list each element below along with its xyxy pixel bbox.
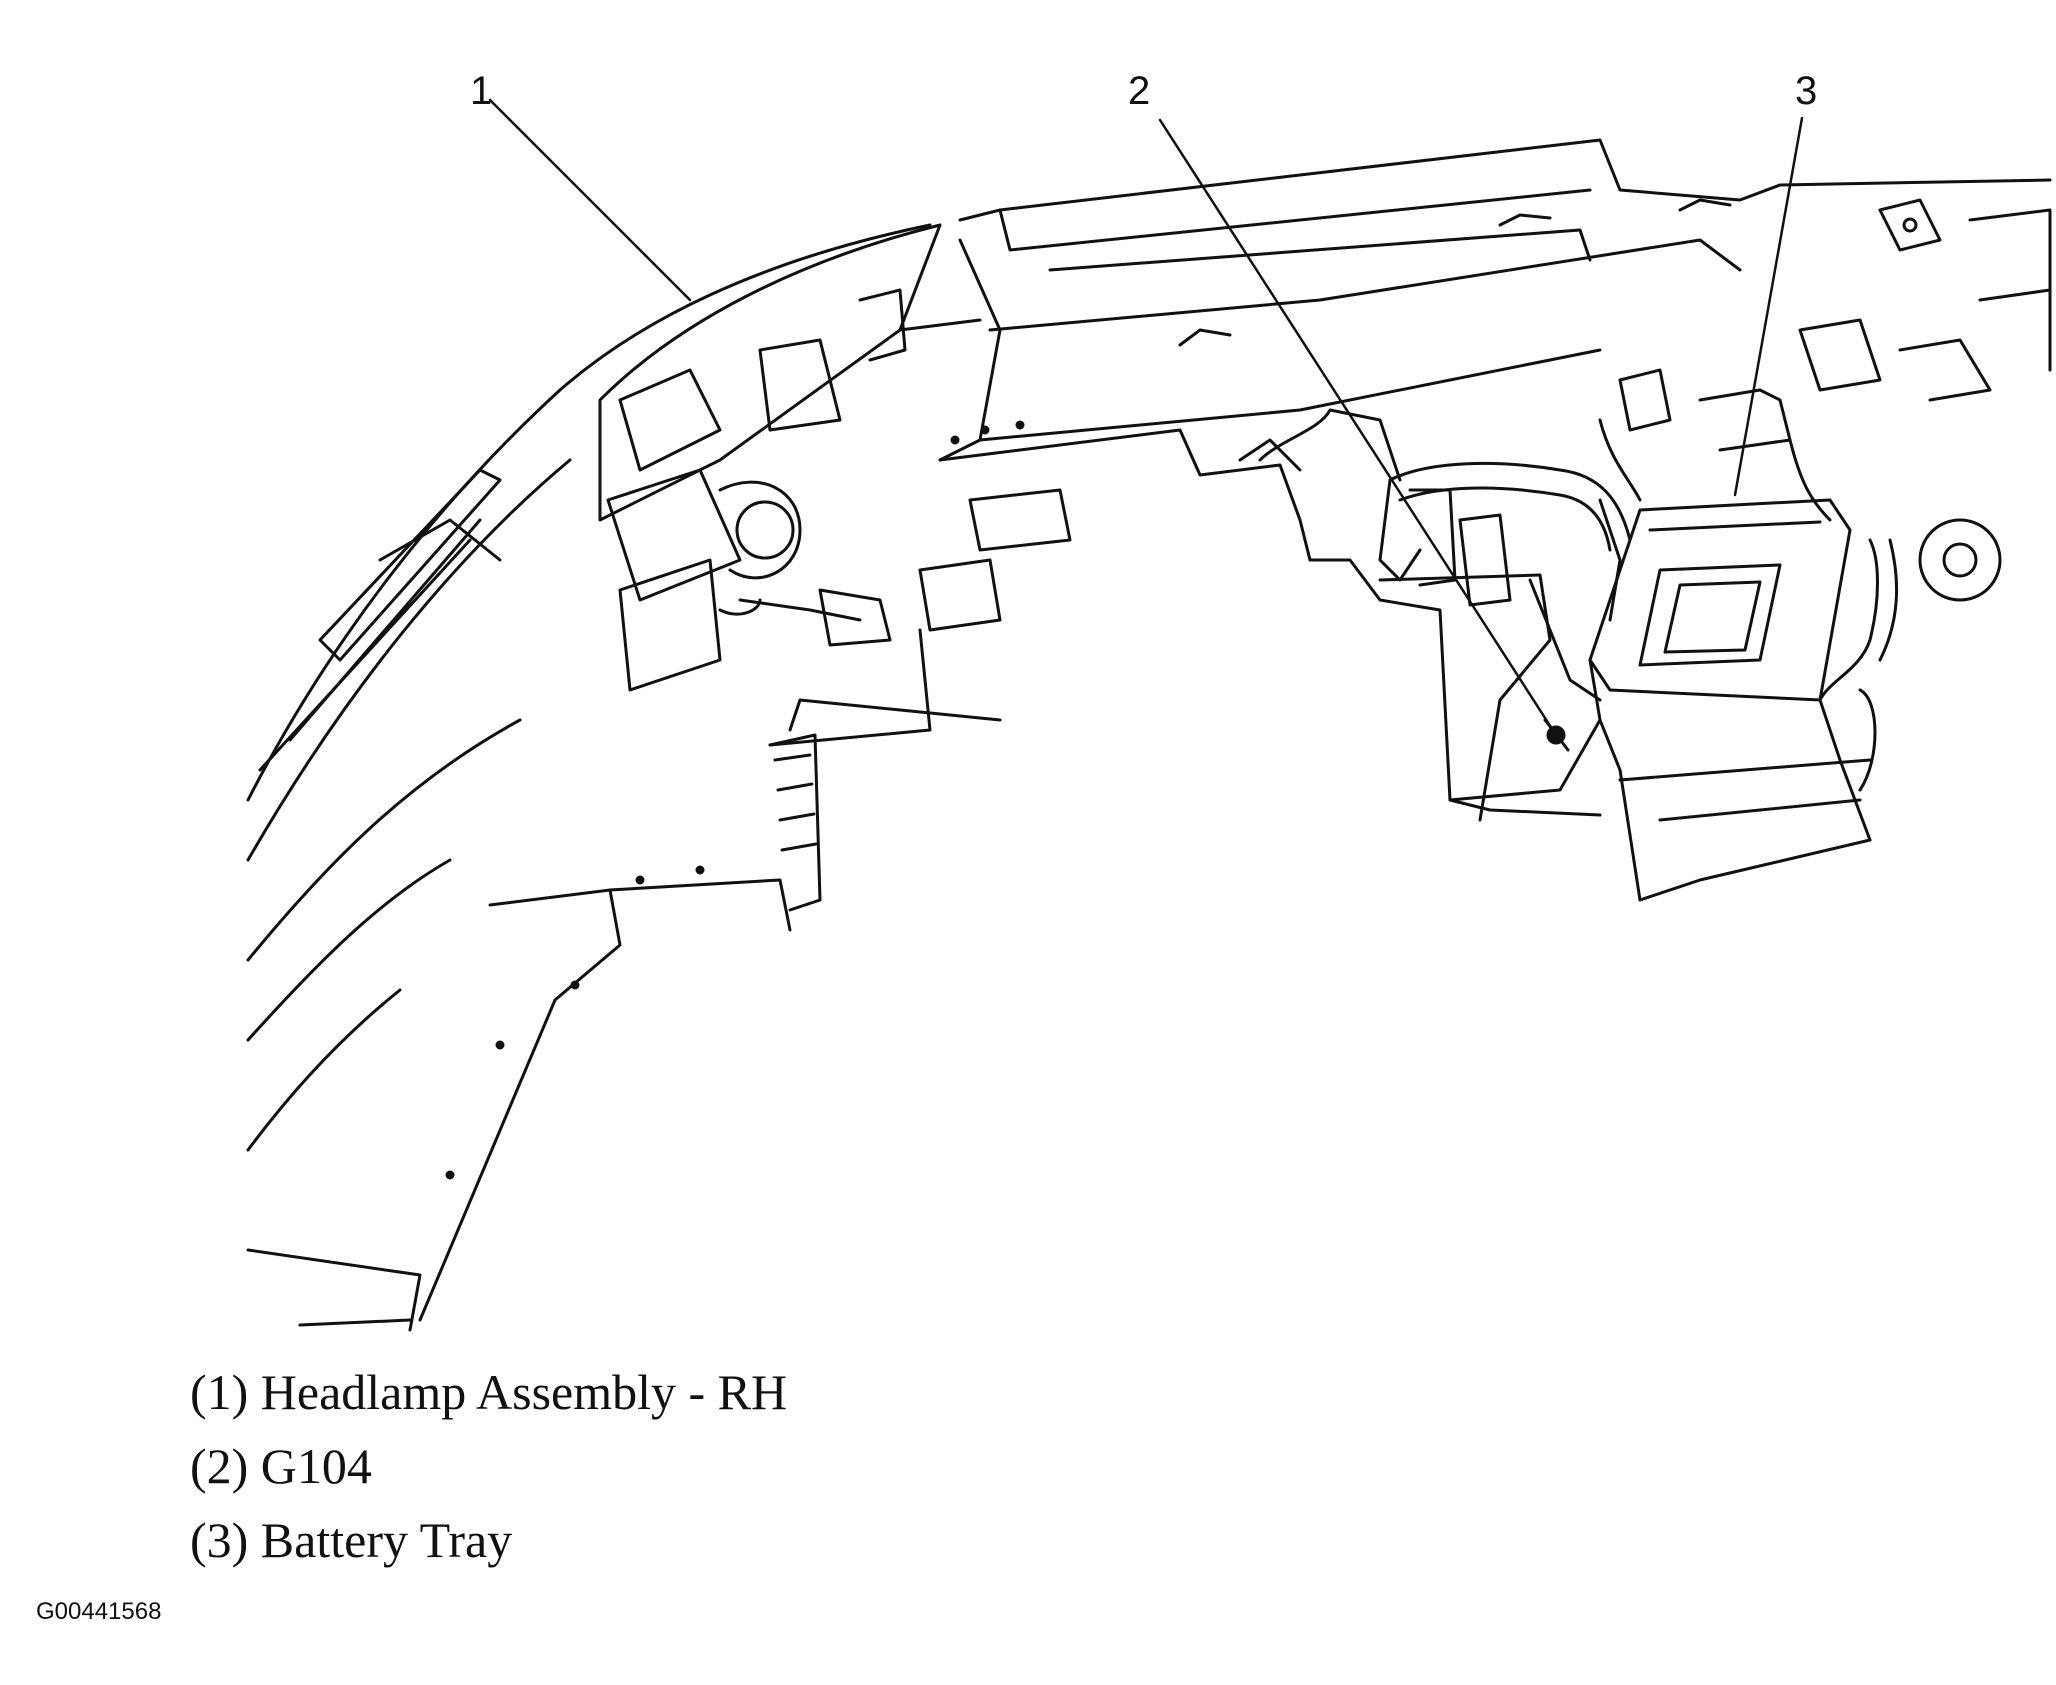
- leader-line-3: [1733, 116, 1804, 497]
- battery-tray: [1588, 498, 1872, 902]
- legend-item-headlamp: (1) Headlamp Assembly - RH: [190, 1364, 788, 1420]
- callout-3: 3: [1795, 69, 1817, 113]
- callout-labels: 1 2 3: [470, 69, 1817, 113]
- lower-air-deflector: [418, 698, 1002, 1322]
- wiring-harness: [1378, 368, 1672, 822]
- leader-line-1: [488, 98, 692, 302]
- callout-1: 1: [470, 69, 492, 113]
- legend-item-g104: (2) G104: [190, 1438, 372, 1494]
- front-fascia: [246, 223, 932, 1332]
- engine-compartment-illustration: 1 2 3: [246, 69, 2052, 1332]
- legend: (1) Headlamp Assembly - RH (2) G104 (3) …: [190, 1355, 787, 1577]
- radiator-support-center: [768, 408, 1602, 817]
- leader-lines: [488, 98, 1804, 737]
- radiator-support: [898, 138, 2052, 462]
- headlamp-assembly-rh: [598, 223, 942, 692]
- figure-id: G00441568: [36, 1598, 162, 1625]
- callout-2: 2: [1128, 69, 1150, 113]
- right-side-components: [1698, 198, 2052, 792]
- leader-line-2: [1158, 118, 1558, 737]
- legend-item-battery-tray: (3) Battery Tray: [190, 1512, 513, 1568]
